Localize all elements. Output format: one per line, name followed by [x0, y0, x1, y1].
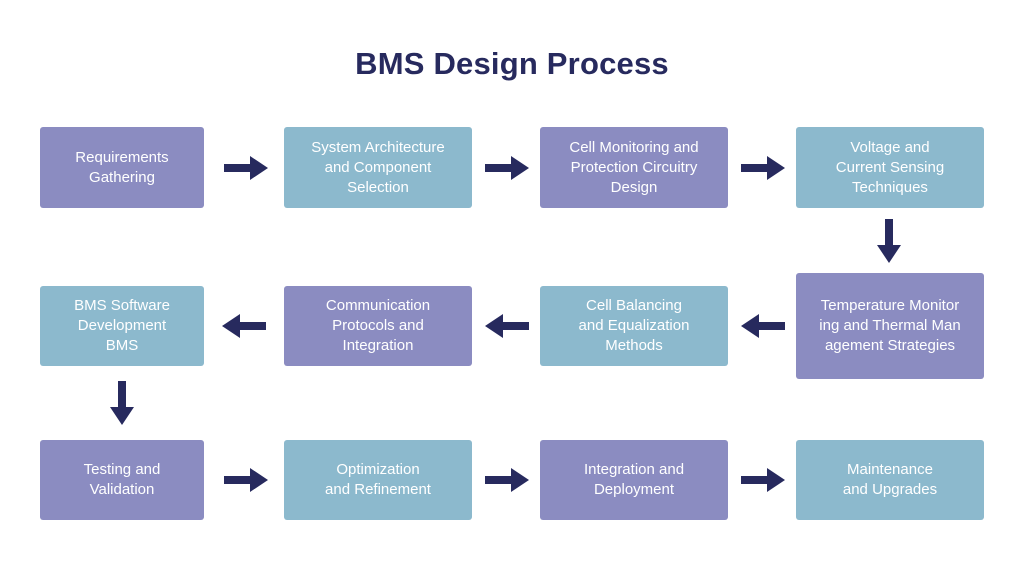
step-system-architecture: System Architecture and Component Select…: [284, 127, 472, 208]
step-cell-balancing: Cell Balancing and Equalization Methods: [540, 286, 728, 366]
arrow-right-icon: [741, 468, 785, 492]
arrow-left-icon: [485, 314, 529, 338]
step-testing-validation: Testing and Validation: [40, 440, 204, 520]
arrow-right-icon: [224, 468, 268, 492]
arrow-left-icon: [222, 314, 266, 338]
step-bms-software-development: BMS Software Development BMS: [40, 286, 204, 366]
arrow-left-icon: [741, 314, 785, 338]
arrow-right-icon: [485, 156, 529, 180]
step-temperature-monitoring: Temperature Monitor ing and Thermal Man …: [796, 273, 984, 379]
page-title: BMS Design Process: [355, 46, 669, 81]
arrow-down-icon: [110, 381, 134, 425]
arrow-right-icon: [485, 468, 529, 492]
arrow-down-icon: [877, 219, 901, 263]
arrow-right-icon: [741, 156, 785, 180]
arrow-right-icon: [224, 156, 268, 180]
step-optimization-refinement: Optimization and Refinement: [284, 440, 472, 520]
step-requirements-gathering: Requirements Gathering: [40, 127, 204, 208]
step-communication-protocols: Communication Protocols and Integration: [284, 286, 472, 366]
step-maintenance-upgrades: Maintenance and Upgrades: [796, 440, 984, 520]
step-cell-monitoring: Cell Monitoring and Protection Circuitry…: [540, 127, 728, 208]
step-voltage-current-sensing: Voltage and Current Sensing Techniques: [796, 127, 984, 208]
step-integration-deployment: Integration and Deployment: [540, 440, 728, 520]
